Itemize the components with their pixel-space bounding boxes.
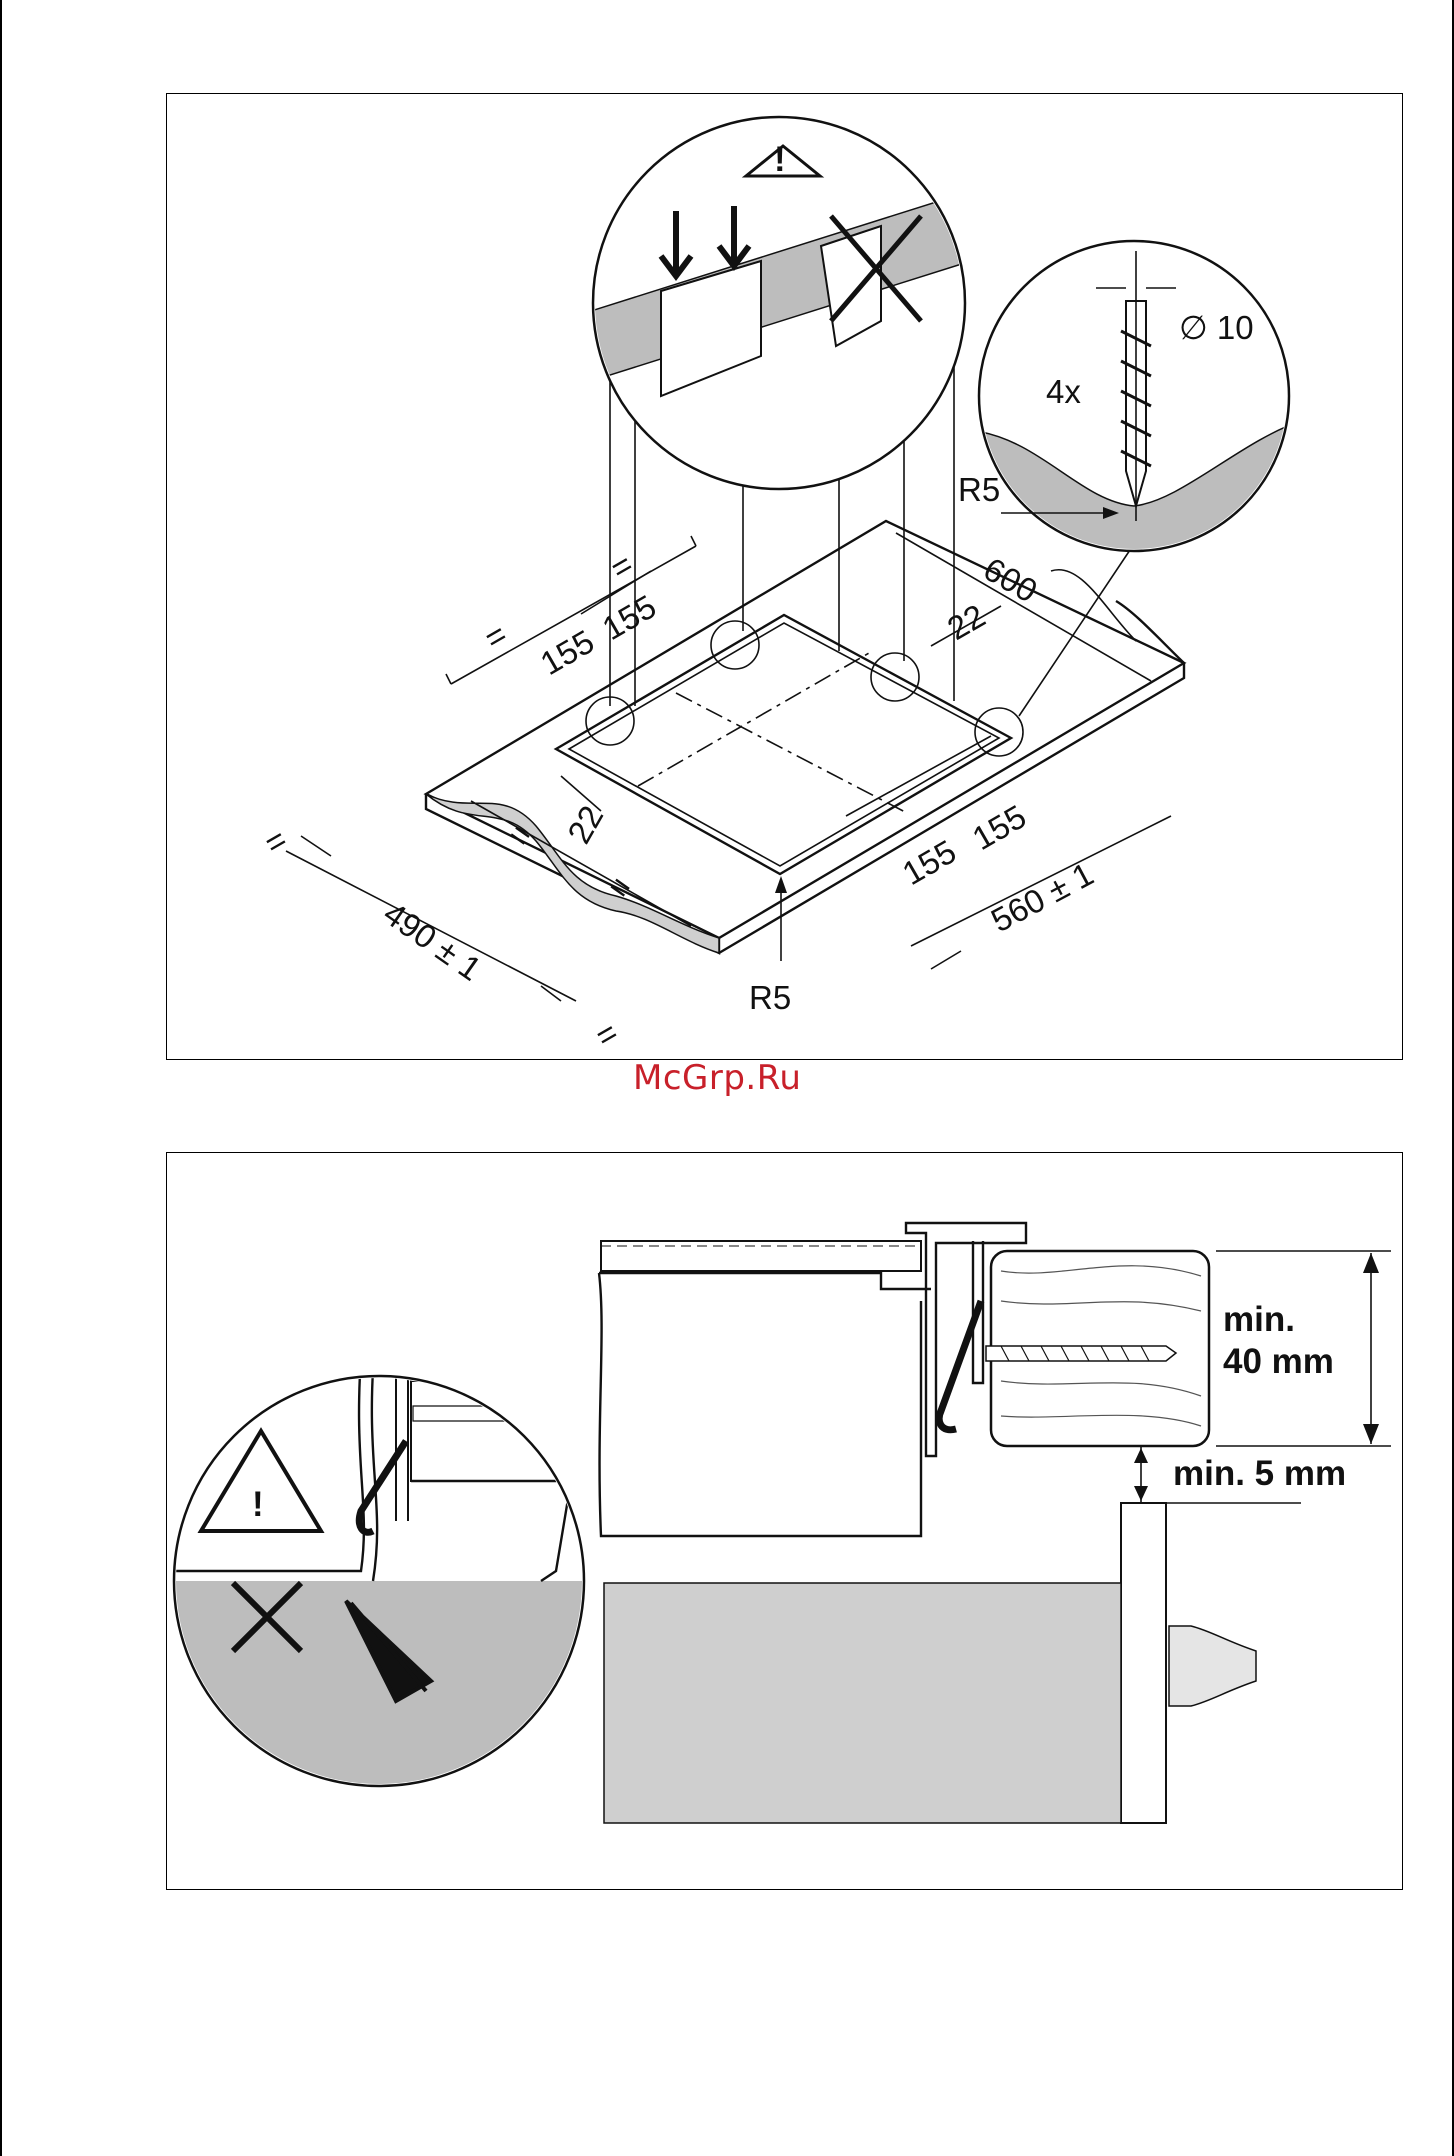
installation-section-svg: ! min. 40 mm min. 5 mm [167,1153,1404,1891]
label-r5-screw: R5 [958,471,1000,508]
label-count: 4x [1046,373,1081,410]
label-equal-3: = [258,820,293,862]
label-22-left: 22 [560,799,610,849]
worktop-back-curve [1116,601,1184,663]
label-equal-6: = [589,1013,624,1055]
screw-position-3 [871,653,919,701]
label-560: 560 ± 1 [985,855,1099,939]
label-equal-1: = [478,615,513,657]
drawer-knob [1169,1626,1256,1706]
cutout-dimension-diagram: ! ∅ 10 4x R5 R5 600 490 ± 1 560 ± 1 22 2… [166,93,1403,1060]
cabinet-front [1121,1503,1166,1823]
label-600: 600 [978,550,1044,610]
hob-body-top [599,1273,931,1289]
cutout-inner-edge [569,623,999,866]
label-155-4: 155 [966,797,1032,857]
page-left-edge [0,0,2,2156]
label-min-thickness-1: min. [1223,1300,1295,1339]
watermark: McGrp.Ru [633,1058,833,1098]
clamp-spring [939,1301,981,1430]
cutout-dimension-svg: ! ∅ 10 4x R5 R5 600 490 ± 1 560 ± 1 22 2… [167,94,1404,1061]
label-r5-corner: R5 [749,979,791,1016]
svg-text:!: ! [252,1485,264,1524]
hob-body [599,1273,921,1536]
installation-section-diagram: ! min. 40 mm min. 5 mm [166,1152,1403,1890]
label-22-right: 22 [941,597,991,647]
label-min-thickness-2: 40 mm [1223,1342,1334,1381]
svg-text:!: ! [774,140,786,179]
drawer-body [604,1583,1121,1823]
label-490: 490 ± 1 [377,894,488,987]
label-diameter: ∅ 10 [1179,309,1254,346]
label-min-gap: min. 5 mm [1173,1454,1346,1493]
